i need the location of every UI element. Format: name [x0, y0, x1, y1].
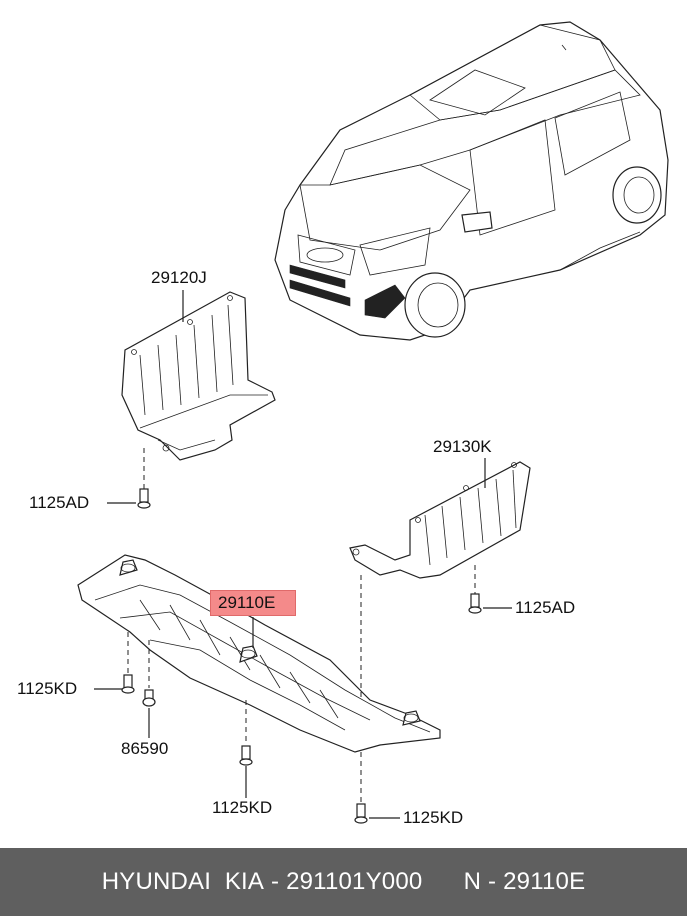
- parts-diagram: 29120J 29130K 29110E 1125AD 1125AD 1125K…: [17, 21, 669, 827]
- label-1125AD-left: 1125AD: [29, 493, 90, 512]
- bolt-1125KD-center: [239, 745, 253, 766]
- fasteners: [121, 488, 482, 824]
- label-1125AD-right: 1125AD: [515, 598, 576, 617]
- footer-part-number: 291101Y000: [286, 868, 423, 895]
- label-1125KD-center: 1125KD: [212, 798, 273, 817]
- clip-86590: [142, 689, 156, 707]
- footer-ref: N - 29110E: [463, 868, 586, 895]
- assembly-lines: [127, 448, 476, 805]
- footer-brand: HYUNDAI KIA: [101, 868, 265, 895]
- part-29120J-shape: [121, 291, 276, 461]
- bolt-1125AD-left: [137, 488, 151, 509]
- highlight-box: [210, 590, 296, 616]
- bolt-1125KD-right: [354, 803, 368, 824]
- label-1125KD-left: 1125KD: [17, 679, 78, 698]
- label-86590: 86590: [121, 739, 169, 758]
- car-illustration: [274, 21, 669, 341]
- footer-bar: HYUNDAI KIA - 291101Y000 N - 29110E: [0, 848, 687, 916]
- bolt-1125AD-right: [468, 593, 482, 614]
- label-1125KD-right: 1125KD: [403, 808, 464, 827]
- bolt-1125KD-left: [121, 674, 135, 694]
- part-29130K-shape: [349, 461, 531, 579]
- part-29110E-shape: [77, 554, 441, 753]
- label-29130K: 29130K: [433, 437, 492, 456]
- label-29120J: 29120J: [151, 268, 207, 287]
- label-29110E: 29110E: [218, 593, 276, 612]
- leader-lines: [94, 290, 512, 819]
- footer-separator: -: [264, 868, 287, 895]
